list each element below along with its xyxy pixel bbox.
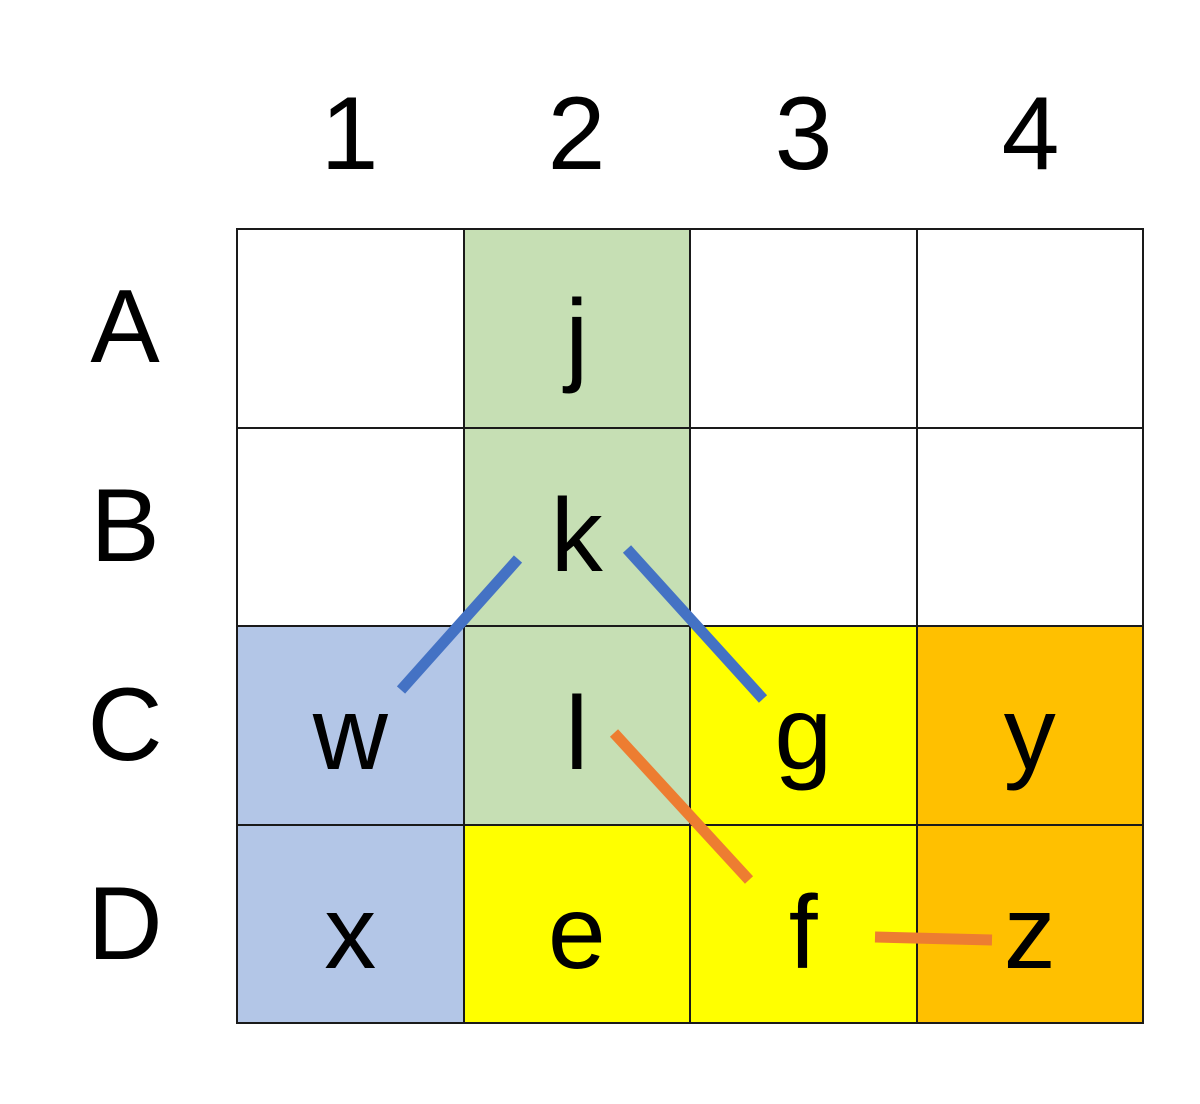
column-label-4: 4 [1001,76,1060,192]
column-label-3: 3 [774,76,833,192]
cell-a3 [691,230,918,429]
cell-b4 [917,428,1144,627]
letter-grid: j k w l g y x e f z [236,228,1144,1024]
cell-b3 [691,428,918,627]
cell-b1 [238,428,465,627]
cell-a4 [917,230,1144,429]
cell-a2: j [464,230,691,429]
cell-a1 [238,230,465,429]
cell-d2: e [464,825,691,1024]
cell-c4: y [917,627,1144,826]
cell-b2: k [464,428,691,627]
row-label-c: C [87,667,163,783]
cell-d3: f [691,825,918,1024]
cell-d1: x [238,825,465,1024]
cell-c3: g [691,627,918,826]
cell-c2: l [464,627,691,826]
row-label-a: A [90,269,160,385]
column-label-1: 1 [320,76,379,192]
cell-c1: w [238,627,465,826]
row-label-b: B [90,468,160,584]
column-label-2: 2 [547,76,606,192]
row-label-d: D [87,866,163,982]
cell-d4: z [917,825,1144,1024]
